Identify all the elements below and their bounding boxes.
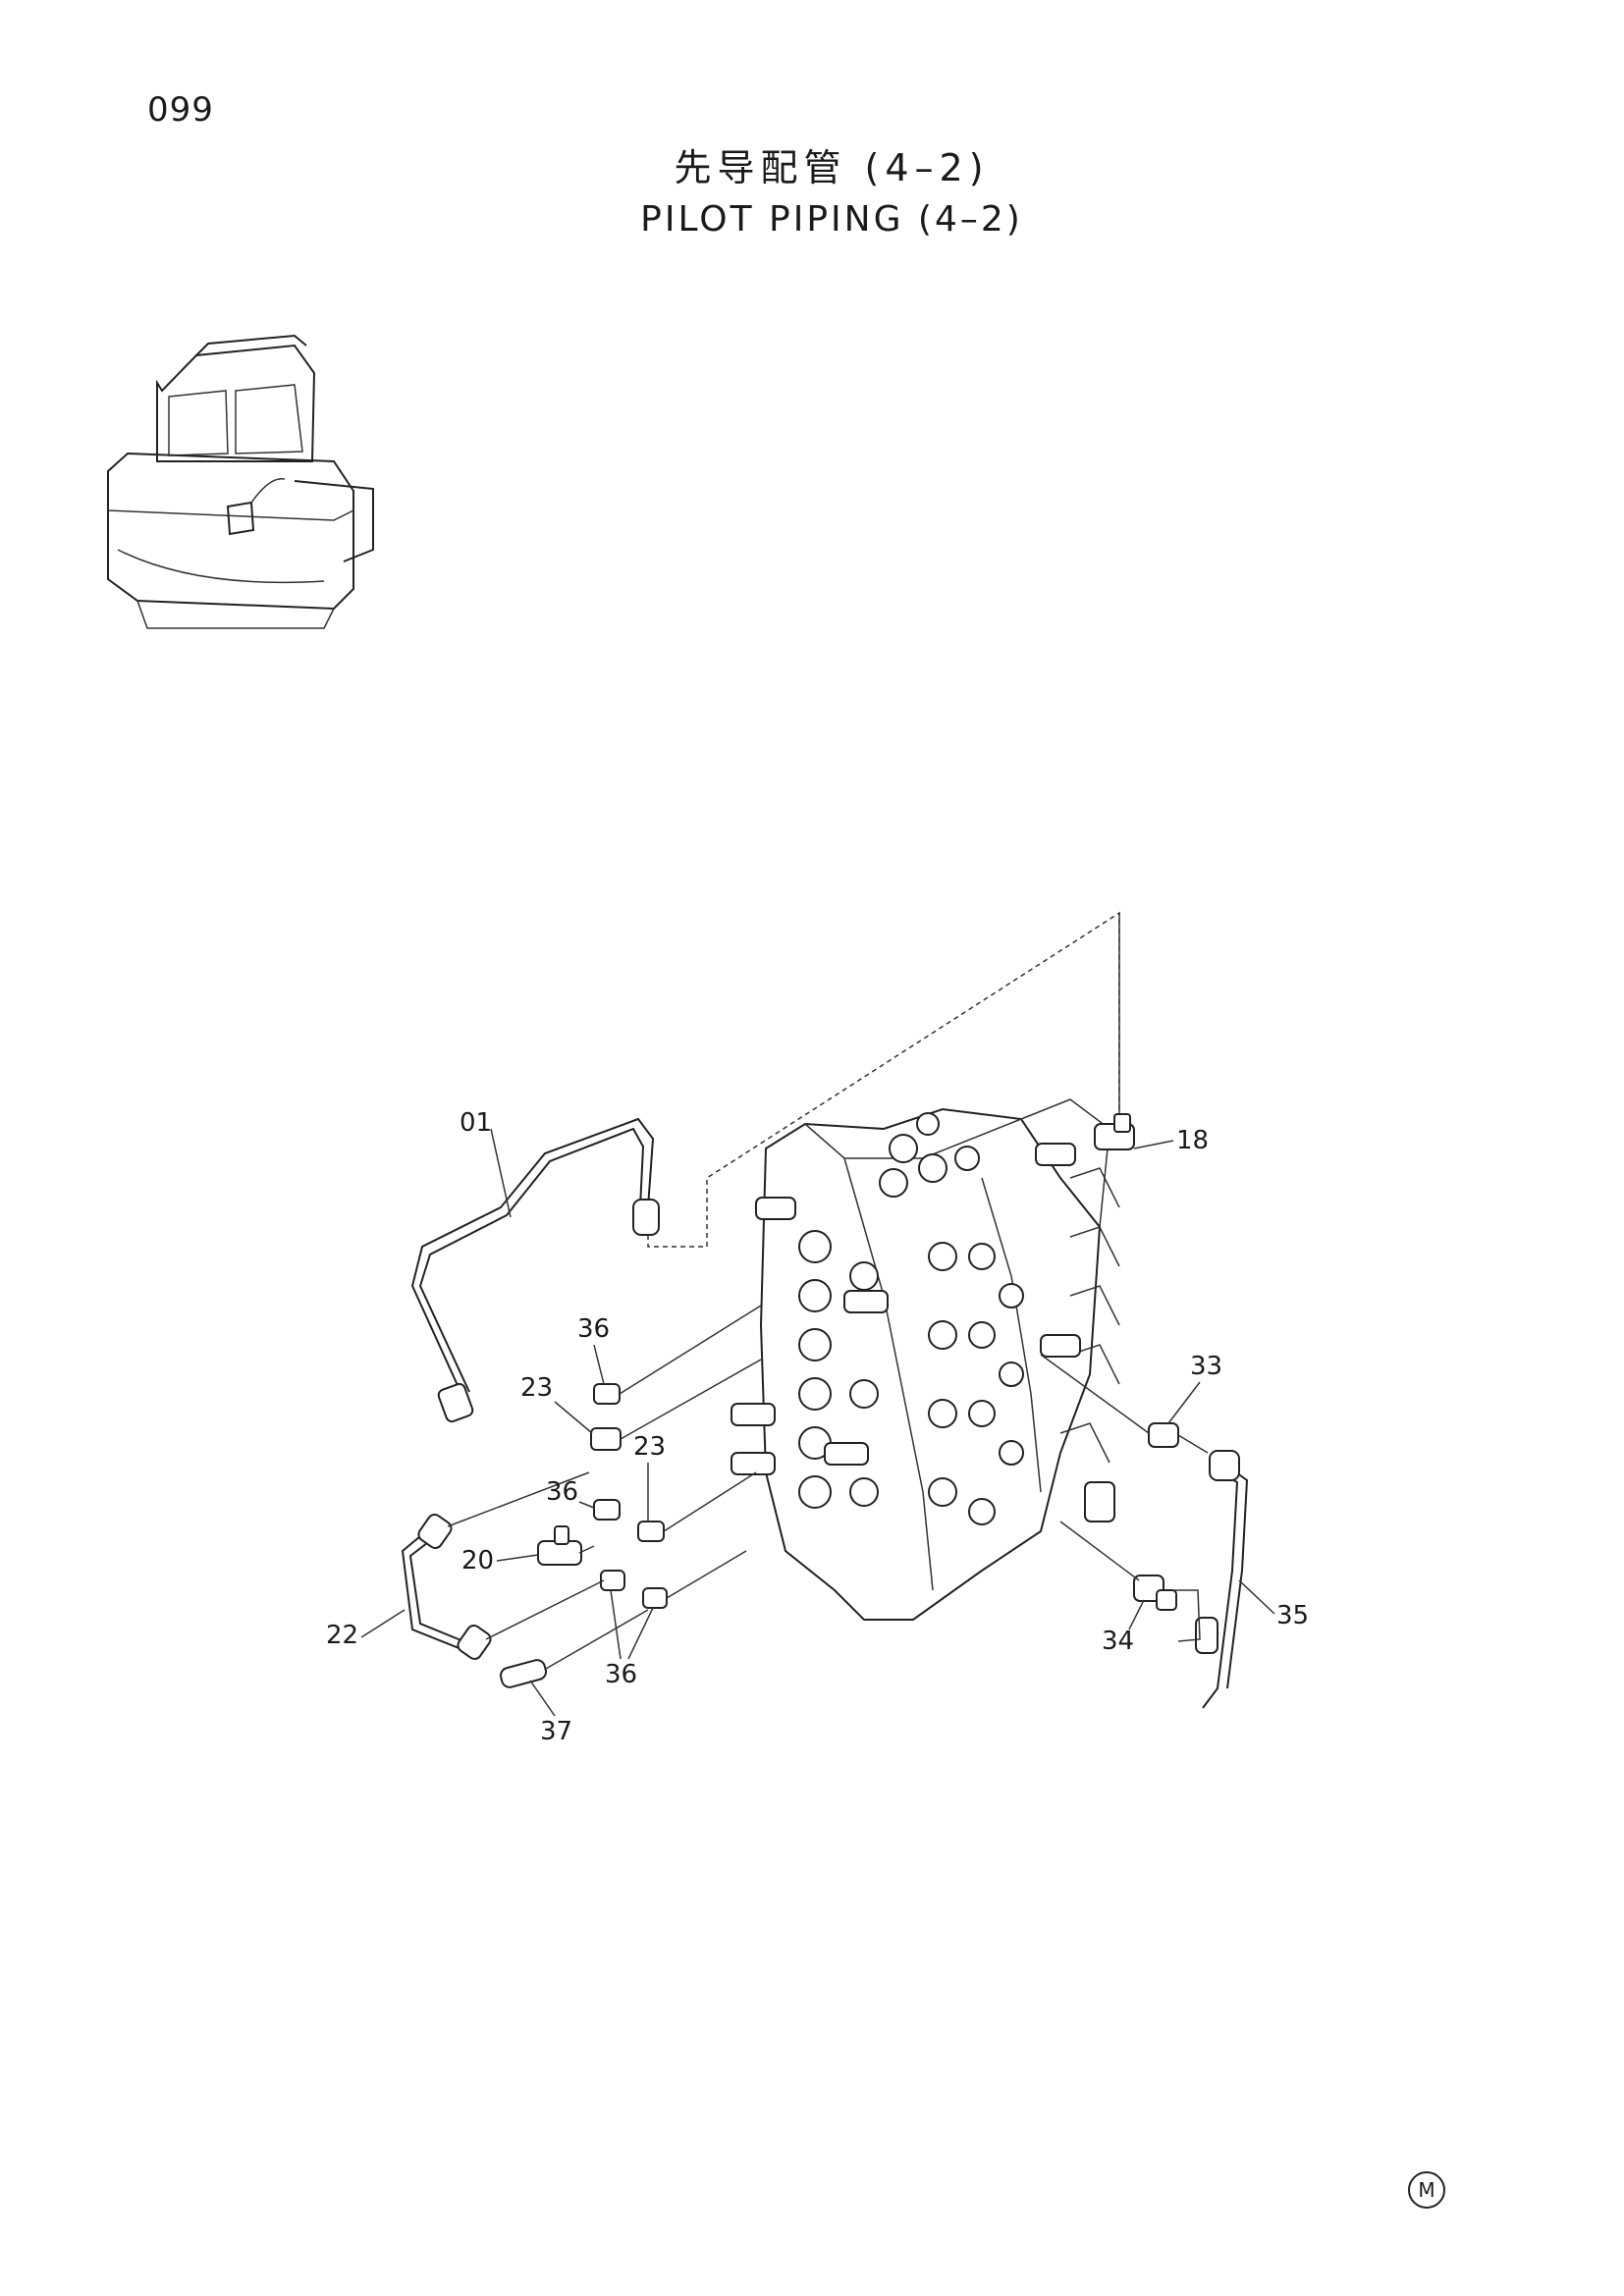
callout-20: 20 <box>461 1546 494 1575</box>
excavator-locator-illustration <box>107 334 374 629</box>
callout-36-bottom: 36 <box>605 1660 637 1689</box>
callout-35: 35 <box>1276 1601 1309 1630</box>
callout-23-right: 23 <box>633 1432 666 1462</box>
callout-22: 22 <box>326 1621 358 1650</box>
right-fittings-and-hose <box>1040 1354 1249 1709</box>
pilot-pipe-01 <box>410 1117 660 1423</box>
plug-37 <box>499 1609 649 1688</box>
control-valve-body <box>731 1098 1120 1621</box>
tee-fitting-20 <box>537 1525 595 1566</box>
title-chinese: 先导配管 (4–2) <box>674 146 990 189</box>
callout-18: 18 <box>1176 1126 1209 1155</box>
callout-01: 01 <box>460 1108 492 1138</box>
page-number: 099 <box>147 90 214 130</box>
callout-33: 33 <box>1190 1352 1222 1381</box>
connector-fittings-left <box>590 1305 762 1609</box>
pipe-routing-line <box>647 911 1120 1248</box>
callout-36-mid: 36 <box>546 1477 578 1507</box>
callout-23-left: 23 <box>520 1373 553 1403</box>
callout-36-top: 36 <box>577 1314 610 1344</box>
callout-37: 37 <box>540 1717 572 1746</box>
page-title: 先导配管 (4–2) PILOT PIPING (4–2) <box>0 137 1624 240</box>
pilot-pipe-22 <box>401 1471 605 1660</box>
callout-34: 34 <box>1102 1627 1134 1656</box>
elbow-fitting-18 <box>1094 1113 1135 1150</box>
callouts: 01 18 36 23 23 36 20 22 36 37 33 34 35 <box>326 1108 1309 1746</box>
corner-mark: M <box>1408 2171 1445 2209</box>
title-english: PILOT PIPING (4–2) <box>640 199 1023 240</box>
